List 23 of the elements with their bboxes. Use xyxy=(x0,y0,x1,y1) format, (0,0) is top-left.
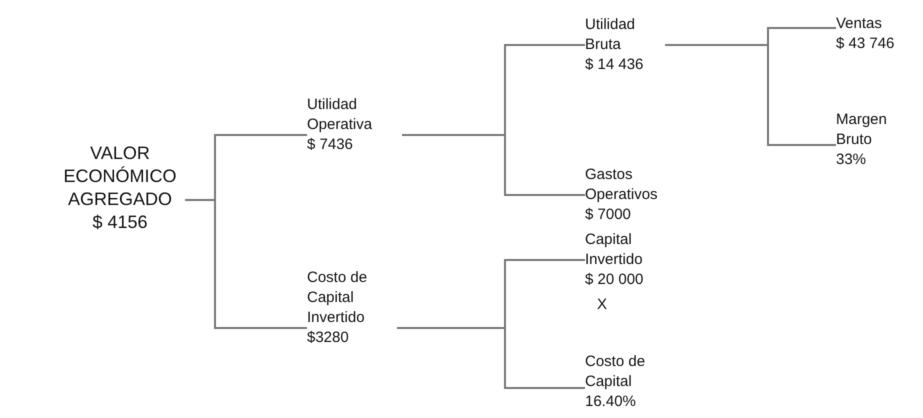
node-value: $ 43 746 xyxy=(836,34,894,54)
node-title: Gastos Operativos xyxy=(585,165,659,205)
connector-line xyxy=(402,134,585,196)
node-value: $3280 xyxy=(307,328,349,348)
node-title: VALOR ECONÓMICO AGREGADO xyxy=(62,142,178,211)
node-title: Costo de Capital Invertido xyxy=(307,268,368,328)
node-value: $ 4156 xyxy=(92,211,148,234)
node-value: 33% xyxy=(836,150,866,170)
node-title: Margen Bruto xyxy=(836,110,888,150)
connector-line xyxy=(397,327,585,389)
node-value: $ 20 000 xyxy=(585,270,644,290)
node-title: Costo de Capital xyxy=(585,352,646,392)
node-title: Utilidad Operativa xyxy=(307,95,374,135)
connector-line xyxy=(665,44,836,146)
multiplication-sign: X xyxy=(597,296,608,313)
node-title: Ventas xyxy=(836,14,882,34)
node-value: 16.40% xyxy=(585,392,636,412)
node-value: $ 7436 xyxy=(307,135,353,155)
node-value: $ 7000 xyxy=(585,205,631,225)
node-value: $ 14 436 xyxy=(585,55,644,75)
node-title: Utilidad Bruta xyxy=(585,15,636,55)
connector-line xyxy=(185,199,307,329)
node-title: Capital Invertido xyxy=(585,230,644,270)
